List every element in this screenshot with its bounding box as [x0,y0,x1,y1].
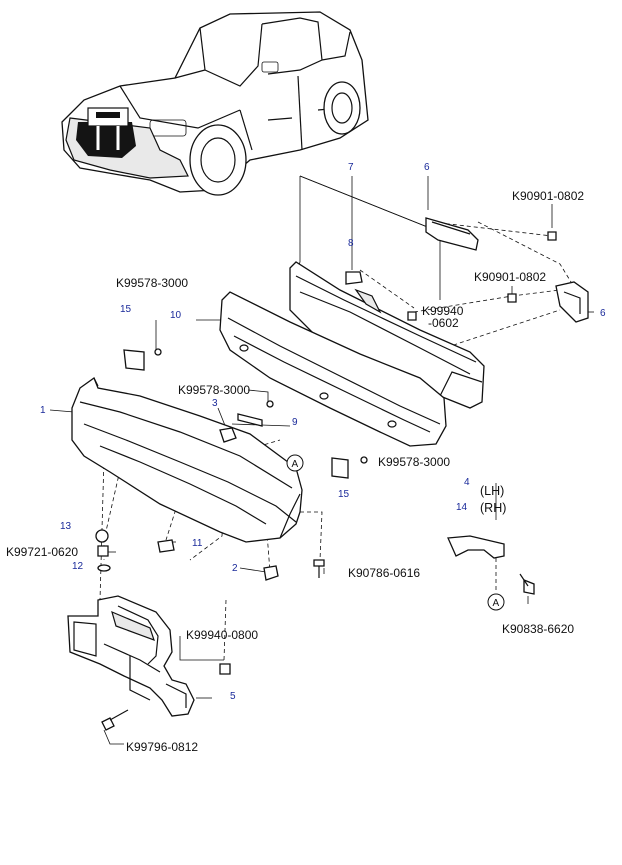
callout-3: 3 [212,398,218,409]
label-k90901-0802-top: K90901-0802 [512,189,584,203]
callout-2: 2 [232,563,238,574]
callout-12: 12 [72,561,84,572]
callout-10: 10 [170,310,182,321]
side-labels: (LH) (RH) [480,484,506,515]
callout-15-left: 15 [120,304,132,315]
ref-a-upper-text: A [292,459,299,470]
vehicle-illustration [61,11,369,196]
callout-14: 14 [456,502,468,513]
label-k99578-3000-right: K99578-3000 [378,455,450,469]
bumper-cover [71,376,303,543]
bracket-6-right [555,281,589,323]
label-k90901-0802-mid: K90901-0802 [474,270,546,284]
label-k99940-0800: K99940-0800 [186,628,258,642]
callout-6-right: 6 [600,308,606,319]
bumper-reinforcement-beam [289,261,485,409]
label-k99578-3000-center: K99578-3000 [178,383,250,397]
label-k99940-suffix: -0602 [428,316,459,330]
callout-7: 7 [348,162,354,173]
label-k99796-0812: K99796-0812 [126,740,198,754]
label-k90786-0616: K90786-0616 [348,566,420,580]
callout-numbers: 7 6 8 6 15 10 3 9 1 15 4 14 13 11 12 2 5 [40,162,606,702]
label-rh: (RH) [480,501,506,515]
bracket-6-upper [425,217,479,251]
callout-9: 9 [292,417,298,428]
reference-mark-a-upper: A [286,454,304,472]
guard-bar [67,595,195,717]
callout-11: 11 [192,538,203,549]
fasteners [95,231,557,731]
label-k90838-6620: K90838-6620 [502,622,574,636]
label-lh: (LH) [480,484,504,498]
callout-15-right: 15 [338,489,350,500]
part-code-labels: K90901-0802 K90901-0802 K99578-3000 K999… [6,189,584,754]
callout-1: 1 [40,405,46,416]
callout-8: 8 [348,238,354,249]
callout-5: 5 [230,691,236,702]
callout-6-top: 6 [424,162,430,173]
callout-4: 4 [464,477,470,488]
energy-absorber [219,291,447,447]
ref-a-lower-text: A [493,598,500,609]
reference-mark-a-lower: A [487,593,505,611]
label-k99940: K99940 [422,304,464,318]
callout-13: 13 [60,521,72,532]
label-k99578-3000-left: K99578-3000 [116,276,188,290]
leader-lines [49,175,594,745]
label-k99721-0620: K99721-0620 [6,545,78,559]
